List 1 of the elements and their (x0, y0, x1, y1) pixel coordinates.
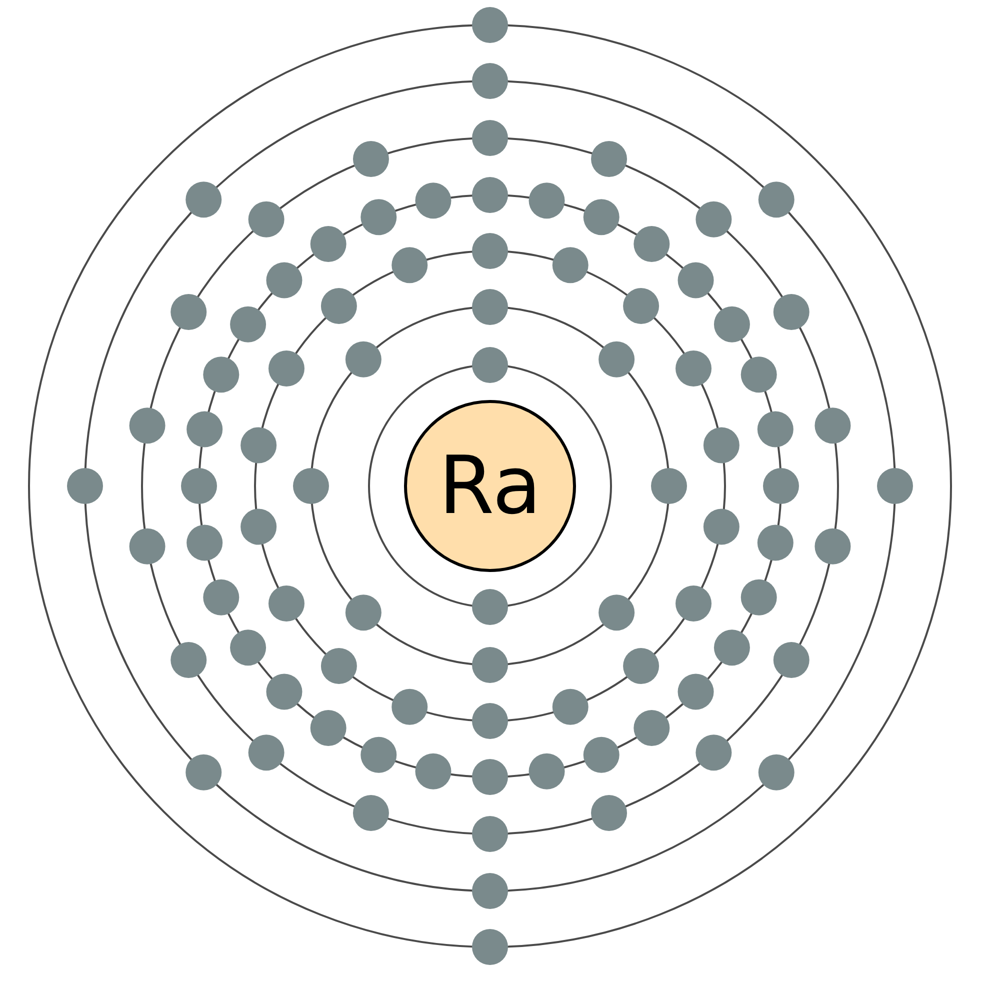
element-symbol: Ra (438, 446, 542, 526)
